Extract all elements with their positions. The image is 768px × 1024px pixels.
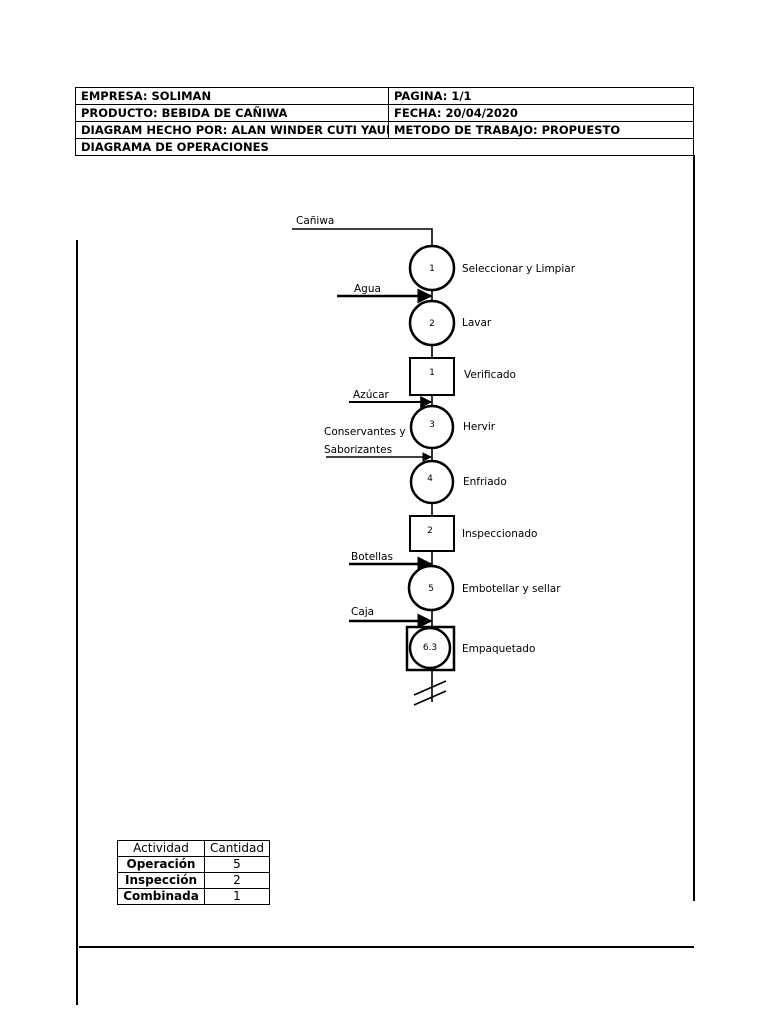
step-number: 5 [428,584,434,594]
end-mark [413,680,447,696]
input-label: Azúcar [353,389,390,401]
step-number: 6.3 [423,643,437,653]
step-label: Lavar [462,317,492,329]
header-row: DIAGRAMA DE OPERACIONES [75,138,694,156]
inspection-symbol [409,515,455,552]
input-label: Caja [351,606,374,618]
step-number: 4 [427,474,433,484]
table-row: Combinada 1 [117,888,270,905]
step-number: 3 [429,420,435,430]
right-border-line [693,155,695,901]
activity-cell: Operación [117,856,205,873]
step-label: Hervir [463,421,496,433]
step-label: Seleccionar y Limpiar [462,263,576,275]
header-table: EMPRESA: SOLIMAN PAGINA: 1/1 PRODUCTO: B… [75,87,694,156]
step-label: Inspeccionado [462,528,537,540]
count-cell: 5 [204,856,270,873]
step-number: 2 [427,526,433,536]
step-label: Empaquetado [462,643,535,655]
step-number: 1 [429,368,435,378]
step-number: 1 [429,264,435,274]
input-label: Saborizantes [324,444,392,456]
step-label: Verificado [464,369,516,381]
activity-cell: Inspección [117,872,205,889]
left-border-line [76,240,78,1005]
input-label: Conservantes y [324,426,406,438]
count-cell: 2 [204,872,270,889]
summary-header: Actividad [117,840,205,857]
summary-header: Cantidad [204,840,270,857]
step-number: 2 [429,319,435,329]
operation-symbol [409,459,455,505]
diagram-title-cell: DIAGRAMA DE OPERACIONES [75,138,694,156]
count-cell: 1 [204,888,270,905]
summary-table: Actividad Cantidad Operación 5 Inspecció… [117,840,270,905]
summary-header-row: Actividad Cantidad [117,840,270,857]
step-label: Enfriado [463,476,507,488]
inspection-symbol [409,357,455,396]
input-label: Botellas [351,551,393,563]
end-mark [413,690,447,706]
activity-cell: Combinada [117,888,205,905]
header-row: DIAGRAM HECHO POR: ALAN WINDER CUTI YAUR… [75,121,694,139]
table-row: Operación 5 [117,856,270,873]
start-material-line [292,228,433,245]
table-row: Inspección 2 [117,872,270,889]
author-cell: DIAGRAM HECHO POR: ALAN WINDER CUTI YAUR… [75,121,389,139]
bottom-rule [79,946,694,948]
start-material-label: Cañiwa [296,215,334,227]
input-label: Agua [354,283,381,295]
step-label: Embotellar y sellar [462,583,561,595]
